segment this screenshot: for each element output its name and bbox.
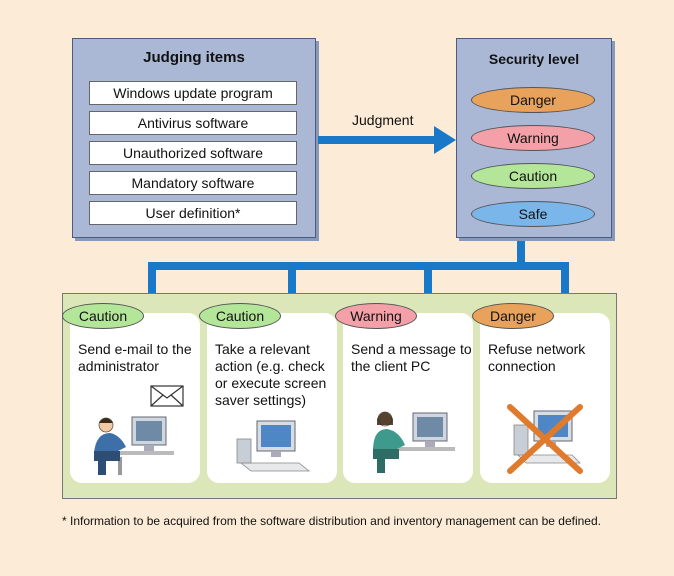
level-danger: Danger	[471, 87, 595, 113]
footnote: * Information to be acquired from the so…	[62, 514, 601, 528]
card-text: Send a message to the client PC	[351, 341, 472, 374]
judging-items-title: Judging items	[143, 49, 245, 66]
judging-item: Unauthorized software	[89, 141, 297, 165]
connector-vertical	[517, 238, 525, 266]
card-text: Refuse network connection	[488, 341, 586, 374]
branch-line	[561, 266, 569, 296]
level-warning: Warning	[471, 125, 595, 151]
card-text: Take a relevant action (e.g. check or ex…	[215, 341, 327, 408]
connector-horizontal	[148, 262, 569, 270]
action-card-refuse: Danger Refuse network connection	[472, 303, 610, 483]
judgment-arrow-shaft	[318, 136, 438, 144]
judging-item: Antivirus software	[89, 111, 297, 135]
action-card-message: Warning Send a message to the client PC	[335, 303, 473, 483]
user-at-pc-icon	[373, 411, 455, 473]
branch-line	[288, 266, 296, 296]
card-text: Send e-mail to the administrator	[78, 341, 192, 374]
security-level-panel: Security level Danger Warning Caution Sa…	[456, 38, 612, 238]
judging-item: Mandatory software	[89, 171, 297, 195]
card-badge: Warning	[335, 303, 417, 329]
card-badge: Caution	[199, 303, 281, 329]
judging-items-panel: Judging items Windows update program Ant…	[72, 38, 316, 238]
card-badge: Danger	[472, 303, 554, 329]
judging-item: User definition*	[89, 201, 297, 225]
action-card-screensaver: Caution Take a relevant action (e.g. che…	[199, 303, 337, 483]
cross-line	[507, 404, 583, 474]
user-at-pc-icon	[94, 416, 174, 475]
judgment-label: Judgment	[352, 112, 414, 128]
computer-icon	[236, 420, 311, 472]
card-badge: Caution	[62, 303, 144, 329]
envelope-icon	[150, 385, 184, 407]
level-caution: Caution	[471, 163, 595, 189]
judgment-arrow-head	[434, 126, 456, 154]
level-safe: Safe	[471, 201, 595, 227]
security-level-title: Security level	[488, 51, 580, 67]
blocked-pc-icon	[507, 404, 583, 474]
judging-item: Windows update program	[89, 81, 297, 105]
branch-line	[424, 266, 432, 296]
action-card-email: Caution Send e-mail to the administrator	[62, 303, 200, 483]
branch-line	[148, 266, 156, 296]
